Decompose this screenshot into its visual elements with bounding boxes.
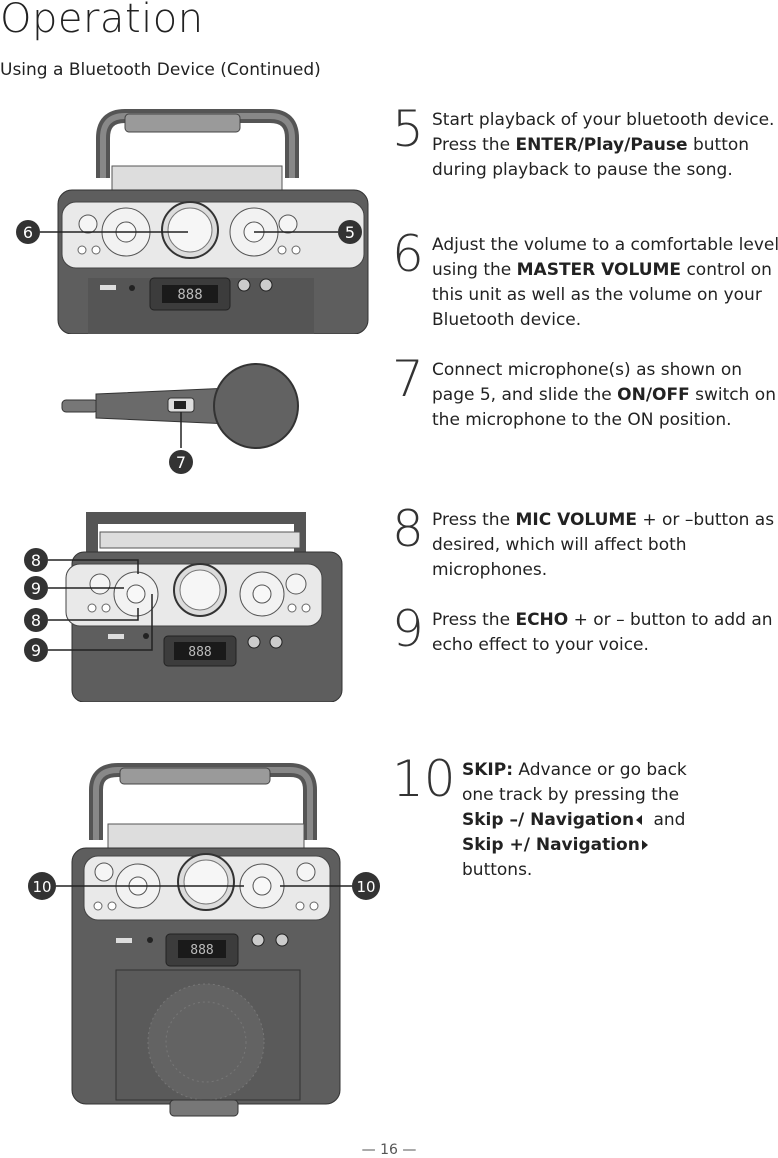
callout-marker (24, 548, 48, 572)
step-number: 10 (392, 750, 456, 808)
page-title: Operation (0, 0, 204, 42)
display-digits: 888 (190, 943, 213, 958)
step-text-run: Start playback of your bluetooth device.… (432, 110, 775, 155)
step-text-run: Press the (432, 610, 516, 630)
microphone-illustration: 7 (61, 363, 299, 474)
callout-marker (169, 450, 193, 474)
callout-label: 7 (176, 453, 186, 472)
step-text-bold: MIC VOLUME (515, 510, 637, 530)
step-text-run: Adjust the volume to a comfortable level… (432, 235, 778, 280)
step-text-run: switch on the microphone to the ON posit… (432, 385, 776, 430)
step-text-run: buttons. (462, 860, 533, 880)
step-text: Connect microphone(s) as shown on page 5… (432, 358, 778, 433)
step-number: 9 (392, 600, 424, 658)
step-text-bold: ECHO (515, 610, 569, 630)
callout-marker (24, 608, 48, 632)
step-text-bold: ENTER/Play/Pause (515, 135, 688, 155)
step-text-run: and (648, 810, 686, 830)
step-text-bold: Skip +/ Navigation (462, 835, 640, 855)
step-number: 7 (392, 350, 424, 408)
page-subtitle: Using a Bluetooth Device (Continued) (0, 60, 321, 80)
page-footer: — 16 — (361, 1142, 417, 1158)
callout-label: 8 (31, 611, 41, 630)
step-text: SKIP: Advance or go back one track by pr… (462, 758, 722, 883)
callout-label: 5 (345, 223, 355, 242)
callout-marker (24, 576, 48, 600)
step-text-bold: Skip –/ Navigation (462, 810, 635, 830)
step-number: 8 (392, 500, 424, 558)
callout-marker (338, 220, 362, 244)
step-text-bold: ON/OFF (617, 385, 690, 405)
callout-label: 10 (32, 878, 51, 896)
speaker-full-illustration: 888 10 10 (28, 763, 380, 1117)
speaker-top-illustration: 888 6 5 (16, 109, 369, 334)
step-text-bold: MASTER VOLUME (516, 260, 682, 280)
step-text-run: Connect microphone(s) as shown on page 5… (432, 360, 743, 405)
callout-label: 9 (31, 641, 41, 660)
speaker-mic-controls-illustration: 888 8 9 8 9 (24, 512, 343, 702)
callout-label: 9 (31, 579, 41, 598)
step-text-run: + or –button as desired, which will affe… (432, 510, 775, 580)
step-text-run: button during playback to pause the song… (432, 135, 750, 180)
callout-marker (24, 638, 48, 662)
step-text-bold: SKIP: (462, 760, 513, 780)
step-text: Start playback of your bluetooth device.… (432, 108, 778, 183)
callout-label: 6 (23, 223, 33, 242)
callout-marker (16, 220, 40, 244)
step-number: 6 (392, 225, 424, 283)
step-text-run: Press the (432, 510, 516, 530)
step-number: 5 (392, 100, 424, 158)
step-text: Press the MIC VOLUME + or –button as des… (432, 508, 778, 583)
step-text-run: control on this unit as well as the volu… (432, 260, 772, 330)
triangle-left-icon (636, 815, 643, 825)
callout-marker (28, 872, 56, 900)
display-digits: 888 (177, 287, 202, 303)
step-text-run: Advance or go back one track by pressing… (462, 760, 687, 805)
step-text-run: + or – button to add an echo effect to y… (432, 610, 773, 655)
callout-label: 8 (31, 551, 41, 570)
step-text: Press the ECHO + or – button to add an e… (432, 608, 778, 658)
display-digits: 888 (188, 645, 211, 660)
step-text: Adjust the volume to a comfortable level… (432, 233, 778, 333)
triangle-right-icon (641, 840, 648, 850)
callout-label: 10 (356, 878, 375, 896)
callout-marker (352, 872, 380, 900)
